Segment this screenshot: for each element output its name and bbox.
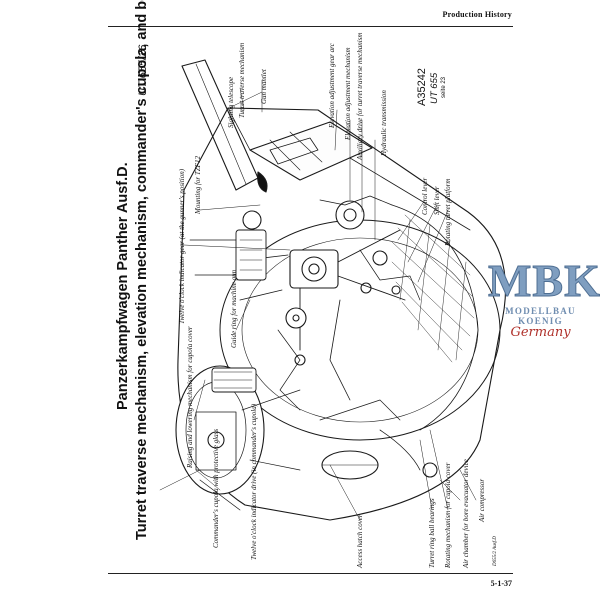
callout-turret-ring-bearings: Turret ring ball bearings [428,498,436,568]
callout-gun-mantlet: Gun mantlet [260,69,268,104]
running-header: Production History [442,10,512,19]
callout-shift-lever: Shift lever [433,186,441,215]
callout-air-compressor: Air compressor [478,478,486,522]
header-rule [108,26,513,27]
footer-tiny-note: D655/2 Ausf.D [493,536,498,566]
callout-guide-ring-mg: Guide ring for machine gun [230,269,238,348]
callout-air-chamber: Air chamber for bore evacuator device [462,459,470,568]
callout-auxiliary-drive: Auxiliary drive for turret traverse mech… [356,32,364,160]
page-number: 5-1-37 [490,579,512,588]
callout-twelve-oclock-drive: Twelve o'clock indicator drive (in comma… [250,403,258,560]
stamp-ut: UT 655 [429,72,440,104]
watermark-subtitle: MODELLBAU KOENIG [505,306,576,326]
footer-rule [108,573,513,574]
callout-elevation-gear-arc: Elevation adjustment gear arc [328,43,336,128]
callout-cupola-rotating-mechanism: Rotating mechanism for cupola cover [444,462,452,568]
callout-twelve-oclock-gear: Twelve o'clock indicator gear (at the gu… [178,168,186,324]
callout-elevation-adjustment-mechanism: Elevation adjustment mechanism [344,47,352,140]
callout-mounting-tzf12: Mounting for TZF12 [194,156,202,214]
callout-turret-traverse-mechanism: Turret traverse mechanism [238,42,246,118]
callout-hydraulic-transmission: Hydraulic transmission [380,90,388,156]
callout-control-lever: Control lever [421,177,429,215]
stamp-number: A35242 [416,68,428,106]
callout-access-hatch-cover: Access hatch cover [356,514,364,568]
callout-cupola-cover-raising: Raising and lowering mechanism for cupol… [186,326,194,468]
callout-sighting-telescope: Sighting telescope [227,76,235,128]
ut-code: UT 655/26 [137,44,149,96]
figure-title: Panzerkampfwagen Panther Ausf.D. [115,162,131,410]
stamp-small: seite 23 [441,76,447,98]
watermark-brand: MBK [488,255,600,306]
callout-rotating-turret-platform: Rotating turret platform [444,178,452,246]
mbk-watermark-logo: MBK MODELLBAU KOENIG Germany [488,255,600,340]
watermark-country: Germany [510,325,571,340]
callout-commanders-cupola: Commander's cupola with protective glass [212,428,220,548]
